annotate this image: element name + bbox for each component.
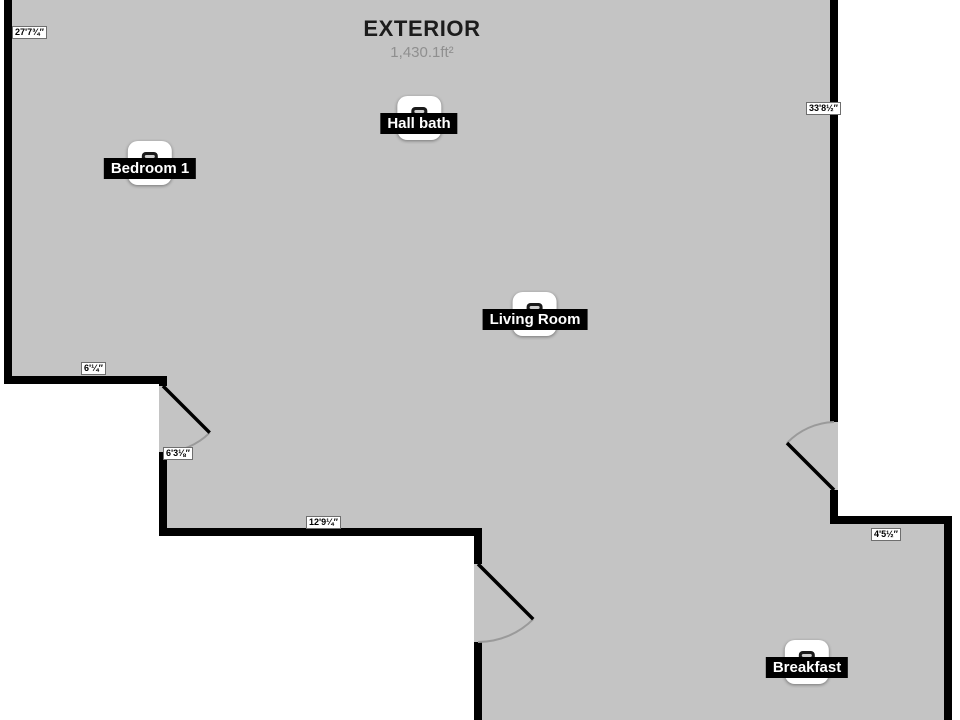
plan-area: 1,430.1ft² [390, 44, 454, 61]
room-label: Breakfast [765, 657, 849, 678]
plan-title-block: EXTERIOR 1,430.1ft² [363, 16, 480, 61]
plan-title: EXTERIOR [363, 16, 481, 41]
floor-area [4, 0, 948, 720]
dimension-label: 4'5½″ [871, 528, 901, 541]
walls [4, 0, 952, 720]
dimension-label: 6'3⅛″ [163, 447, 193, 460]
room-label: Hall bath [380, 113, 458, 134]
door-leaves [161, 384, 836, 621]
room-marker-breakfast[interactable]: Breakfast [765, 640, 849, 684]
room-marker-living-room[interactable]: Living Room [482, 292, 588, 336]
dimension-label: 33'8½″ [806, 102, 841, 115]
dimension-label: 12'9¼″ [306, 516, 341, 529]
room-label: Living Room [482, 309, 588, 330]
dimension-label: 27'7¾″ [12, 26, 47, 39]
room-marker-hall-bath[interactable]: Hall bath [380, 96, 458, 140]
room-label: Bedroom 1 [103, 158, 197, 179]
dimension-label: 6'¼″ [81, 362, 106, 375]
room-marker-bedroom-1[interactable]: Bedroom 1 [103, 141, 197, 185]
